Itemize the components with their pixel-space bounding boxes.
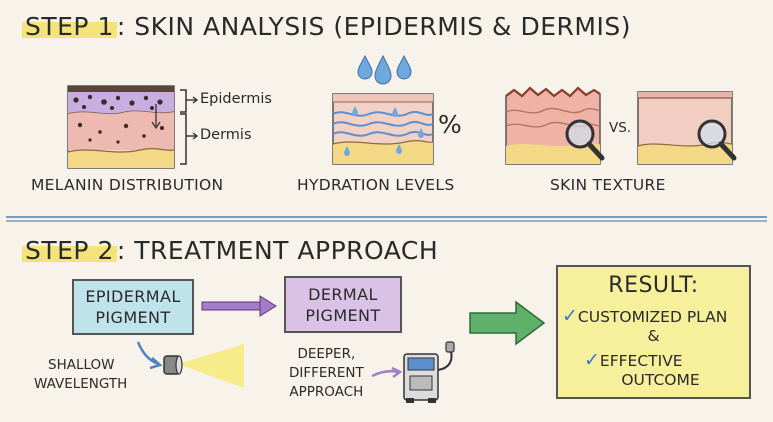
texture-skin-diagram — [505, 86, 737, 165]
purple-pointer-arrow — [371, 369, 399, 378]
result-line3: OUTCOME — [621, 371, 700, 389]
check-icon: ✓ — [584, 349, 600, 371]
hydration-percent: % — [438, 110, 462, 139]
dermis-label: Dermis — [200, 127, 252, 143]
melanin-dots — [73, 94, 164, 144]
magnifier-icon — [697, 119, 737, 161]
light-beam — [178, 344, 244, 388]
result-line2: EFFECTIVE — [599, 352, 683, 370]
epidermis-bracket — [180, 89, 187, 113]
melanin-skin-diagram — [67, 85, 199, 169]
dermal-line1: DERMAL — [308, 284, 378, 304]
step1-heading: : SKIN ANALYSIS (EPIDERMIS & DERMIS) — [116, 12, 631, 41]
result-item-customized: ✓CUSTOMIZED PLAN — [562, 305, 727, 327]
result-amp: & — [647, 327, 660, 345]
magnifier-icon — [565, 119, 605, 161]
small-drops — [344, 106, 424, 156]
hydration-skin-diagram — [332, 54, 434, 165]
deeper-line3: APPROACH — [289, 384, 364, 400]
step2-label: STEP 2 — [22, 236, 117, 265]
hydration-caption: HYDRATION LEVELS — [297, 176, 455, 194]
result-item-effective: ✓EFFECTIVE — [584, 349, 683, 371]
shallow-line1: SHALLOW — [48, 357, 115, 373]
melanin-top-layer — [68, 86, 174, 92]
step2-heading: : TREATMENT APPROACH — [116, 236, 439, 265]
dermal-line2: PIGMENT — [305, 305, 381, 325]
step1-label: STEP 1 — [22, 12, 117, 41]
laser-machine-icon — [371, 341, 455, 403]
deeper-approach-label: DEEPER, DIFFERENT APPROACH — [289, 345, 364, 402]
shallow-wavelength-label: SHALLOW WAVELENGTH — [34, 356, 127, 394]
epidermal-line2: PIGMENT — [95, 308, 171, 327]
dermis-bracket — [180, 113, 187, 165]
step1-title: STEP 1: SKIN ANALYSIS (EPIDERMIS & DERMI… — [22, 12, 631, 41]
deeper-line1: DEEPER, — [297, 346, 356, 362]
blue-arrow — [136, 341, 159, 366]
step2-title: STEP 2: TREATMENT APPROACH — [22, 236, 438, 265]
result-box: RESULT: ✓CUSTOMIZED PLAN & ✓EFFECTIVE OU… — [556, 265, 751, 399]
melanin-caption: MELANIN DISTRIBUTION — [31, 176, 224, 194]
water-drops-icon — [357, 54, 412, 85]
section-divider — [6, 216, 767, 222]
shallow-line2: WAVELENGTH — [34, 376, 128, 392]
result-line1: CUSTOMIZED PLAN — [577, 308, 728, 326]
purple-arrow — [201, 295, 277, 317]
epidermal-pigment-box: EPIDERMAL PIGMENT — [72, 279, 194, 335]
dermis-layer — [68, 111, 174, 150]
laser-light-device — [136, 341, 244, 388]
deeper-line2: DIFFERENT — [289, 365, 364, 381]
dermal-pigment-box: DERMAL PIGMENT — [284, 276, 402, 333]
subcutaneous-layer — [68, 148, 174, 168]
texture-caption: SKIN TEXTURE — [550, 176, 666, 194]
green-arrow — [469, 300, 546, 346]
epidermis-label: Epidermis — [200, 91, 272, 107]
result-title: RESULT: — [608, 273, 699, 298]
texture-vs-label: VS. — [609, 120, 632, 136]
check-icon: ✓ — [562, 305, 578, 327]
epidermal-line1: EPIDERMAL — [85, 287, 181, 306]
